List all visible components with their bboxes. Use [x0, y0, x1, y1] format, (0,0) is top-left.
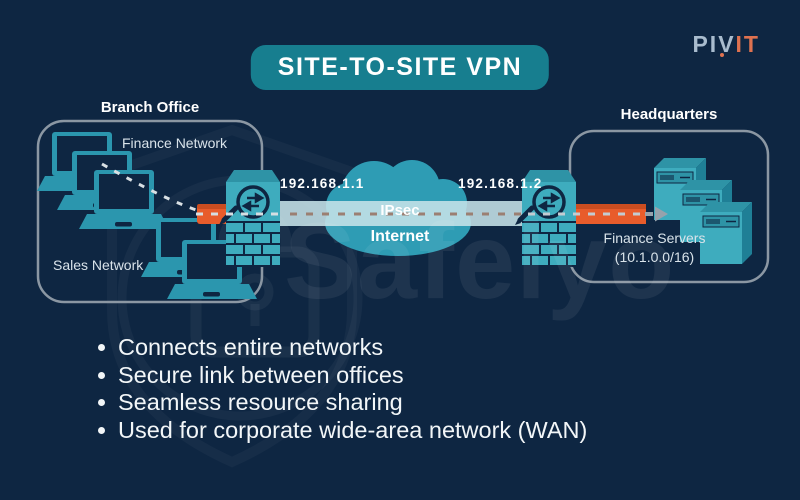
- ip-address-left: 192.168.1.1: [280, 176, 365, 191]
- ipsec-label: IPsec: [380, 202, 420, 219]
- ip-address-right: 192.168.1.2: [458, 176, 543, 191]
- headquarters-label: Headquarters: [620, 106, 718, 123]
- list-item-text: Connects entire networks: [118, 334, 384, 360]
- bullet-dot-icon: [98, 399, 105, 406]
- pivit-logo-gray-part: PIV: [692, 31, 736, 57]
- lan-dashed-link: [101, 162, 203, 214]
- pivit-logo: PIVIT: [692, 31, 760, 58]
- list-item: Secure link between offices: [98, 362, 587, 390]
- firewall-left-icon: [219, 170, 280, 266]
- page-title: SITE-TO-SITE VPN: [250, 45, 550, 90]
- branch-office-label: Branch Office: [100, 99, 200, 116]
- finance-servers-line1: Finance Servers: [603, 230, 706, 246]
- bullet-dot-icon: [98, 371, 105, 379]
- pivit-logo-orange-part: IT: [735, 31, 760, 57]
- finance-servers-label: Finance Servers (10.1.0.0/16): [577, 229, 732, 267]
- bullet-dot-icon: [98, 344, 105, 351]
- sales-network-label: Sales Network: [53, 257, 144, 273]
- list-item-text: Secure link between offices: [118, 361, 404, 388]
- list-item-text: Used for corporate wide-area network (WA…: [118, 416, 588, 443]
- arrow-icon: [645, 206, 668, 222]
- feature-list: Connects entire networks Secure link bet…: [98, 334, 587, 444]
- list-item: Seamless resource sharing: [98, 389, 587, 417]
- pivit-logo-dot-icon: [720, 53, 725, 57]
- finance-network-label: Finance Network: [122, 135, 228, 151]
- list-item-text: Seamless resource sharing: [118, 389, 403, 415]
- internet-label: Internet: [370, 228, 430, 245]
- finance-servers-subnet: (10.1.0.0/16): [614, 249, 695, 265]
- bullet-dot-icon: [98, 426, 105, 434]
- list-item: Used for corporate wide-area network (WA…: [98, 417, 587, 445]
- list-item: Connects entire networks: [98, 334, 587, 362]
